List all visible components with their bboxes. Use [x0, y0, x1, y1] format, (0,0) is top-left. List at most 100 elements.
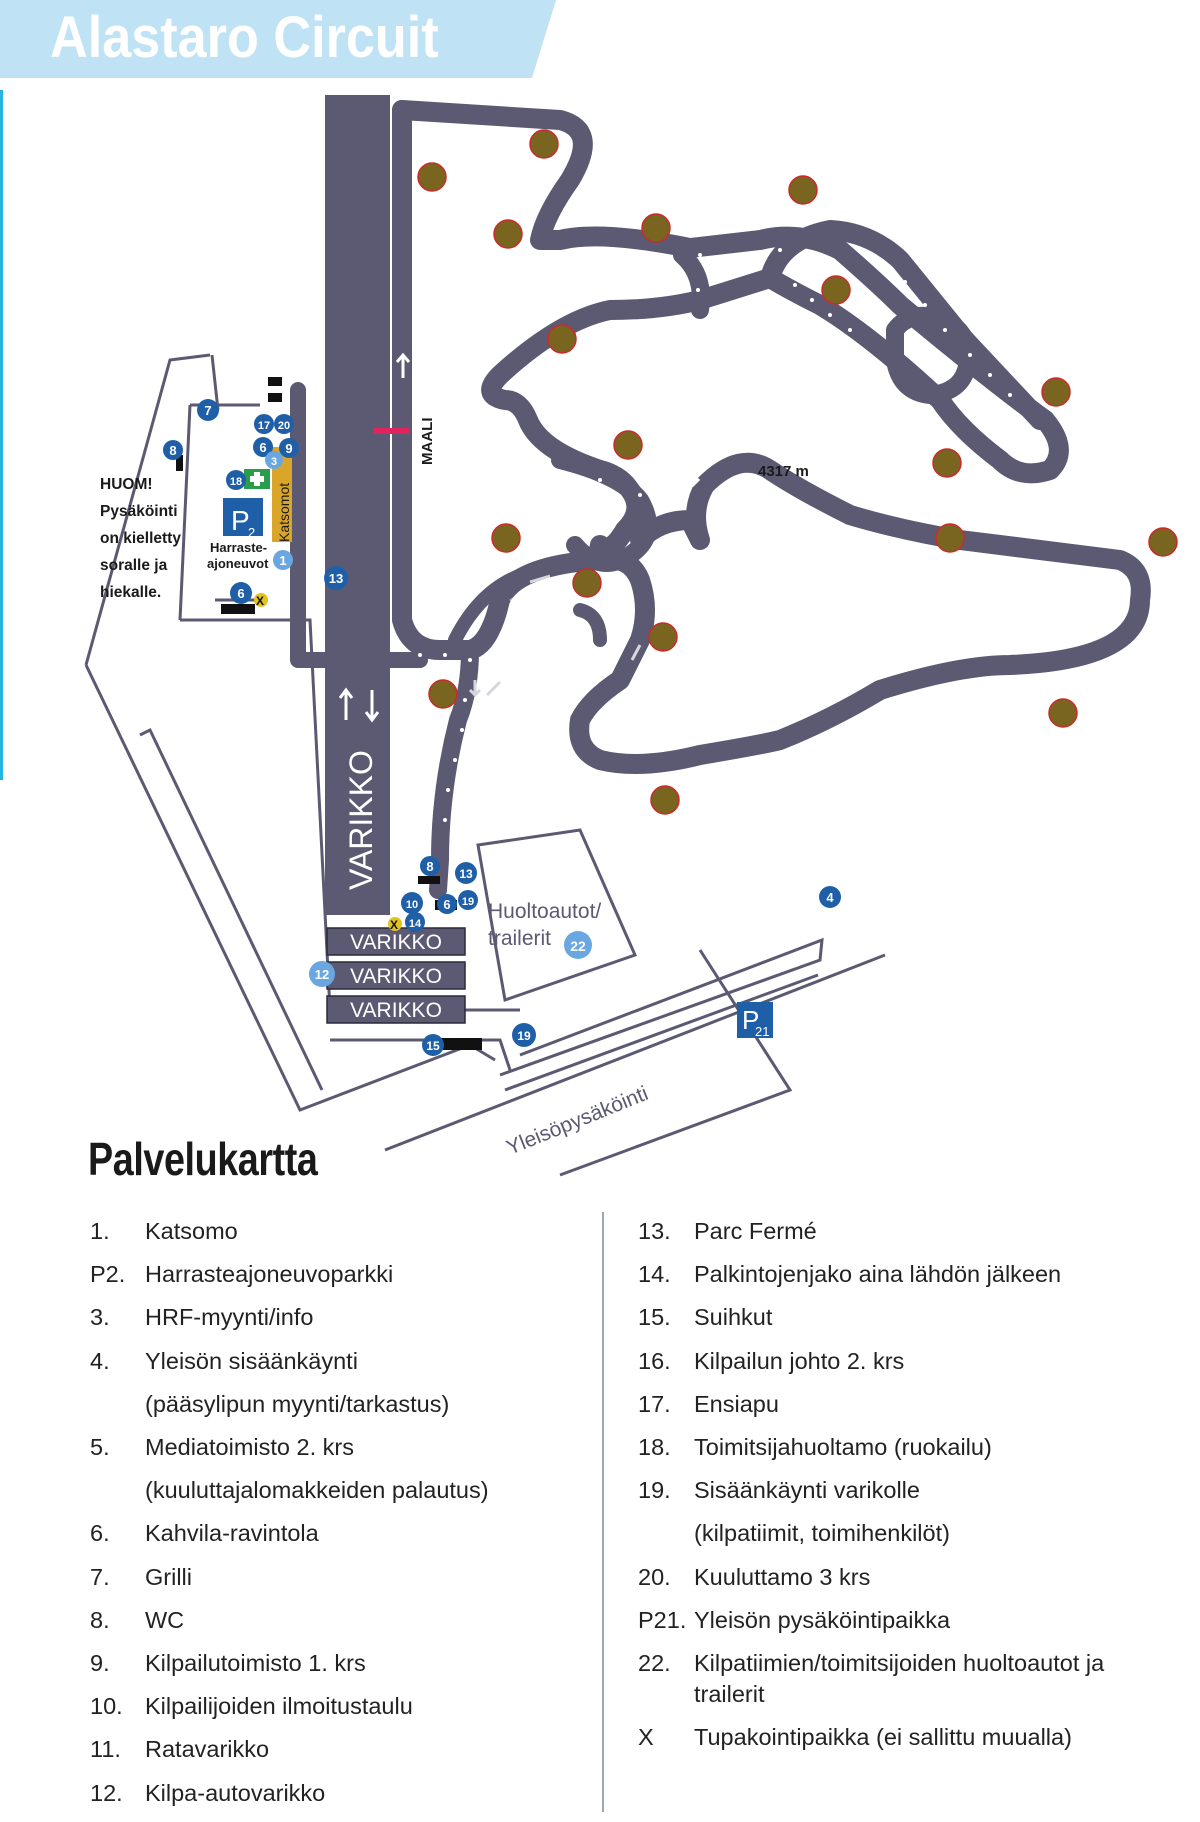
badge-3: 3: [265, 451, 283, 469]
badge-10: 10: [401, 892, 423, 914]
svg-text:12: 12: [315, 967, 329, 982]
legend-item: 9.Kilpailutoimisto 1. krs: [90, 1642, 590, 1685]
accent-bar: [0, 90, 3, 780]
tree: [648, 622, 678, 652]
legend-item-number: 1.: [90, 1218, 110, 1244]
race-track: [290, 95, 1151, 915]
service-area-label: trailerit: [488, 927, 551, 950]
svg-text:P: P: [231, 505, 250, 536]
tree: [935, 523, 965, 553]
legend-item-text: Kilpailijoiden ilmoitustaulu: [145, 1693, 413, 1720]
legend-item-text: Harrasteajoneuvoparkki: [145, 1261, 394, 1288]
grandstand-label: Katsomot: [276, 483, 292, 542]
svg-text:4: 4: [826, 890, 834, 905]
service-roads: [84, 353, 886, 1177]
svg-text:hiekalle.: hiekalle.: [100, 584, 161, 601]
badge-4: 4: [819, 886, 841, 908]
tree: [821, 275, 851, 305]
legend-item-number: [90, 1383, 145, 1426]
legend-item: (pääsylipun myynti/tarkastus): [90, 1383, 590, 1426]
legend-item: 11.Ratavarikko: [90, 1728, 590, 1771]
legend-item-text: Kilpatiimien/toimitsijoiden huoltoautot …: [694, 1650, 1105, 1708]
tree: [547, 324, 577, 354]
tree: [428, 679, 458, 709]
badge-15: 15: [422, 1034, 444, 1056]
legend-item: (kuuluttajalomakkeiden palautus): [90, 1469, 590, 1512]
svg-text:2: 2: [248, 525, 255, 540]
svg-text:P: P: [742, 1005, 759, 1035]
legend-item: P2.Harrasteajoneuvoparkki: [90, 1253, 590, 1296]
tree: [788, 175, 818, 205]
hobby-vehicles-label: Harraste-: [210, 540, 267, 555]
badge-5: 6: [253, 437, 273, 457]
legend-item: 1.Katsomo: [90, 1210, 590, 1253]
svg-text:17: 17: [258, 420, 270, 432]
legend-item-number: 3.: [90, 1304, 110, 1331]
badge-16: 17: [254, 414, 274, 434]
svg-text:19: 19: [517, 1029, 531, 1043]
badge-6: 6: [437, 894, 457, 914]
legend-item-number: [90, 1469, 145, 1512]
tree: [417, 162, 447, 192]
legend-item-number: 14.: [638, 1261, 671, 1288]
lane-dots: [418, 248, 1012, 822]
first-aid-icon: [244, 469, 270, 489]
direction-arrows: [338, 352, 701, 723]
legend-item-text: Mediatoimisto 2. krs: [145, 1434, 354, 1461]
finish-line: [373, 428, 409, 434]
badge-20: 20: [274, 414, 294, 434]
pit-boxes: VARIKKO VARIKKO VARIKKO: [326, 927, 466, 1024]
tree: [529, 129, 559, 159]
page-title: Alastaro Circuit: [50, 5, 439, 70]
legend-item: 19. Sisäänkäynti varikolle: [638, 1469, 1178, 1512]
smoking-marker: X X: [254, 593, 402, 932]
svg-text:13: 13: [329, 571, 343, 586]
svg-text:6: 6: [237, 586, 244, 601]
legend-item-text: Toimitsijahuoltamo (ruokailu): [694, 1434, 992, 1461]
legend-item-text: HRF-myynti/info: [145, 1304, 314, 1331]
pit-box-label: VARIKKO: [350, 965, 442, 988]
svg-text:3: 3: [271, 456, 277, 468]
legend-item-number: 9.: [90, 1650, 110, 1677]
legend-item-number: 16.: [638, 1347, 671, 1374]
legend-item-number: 5.: [90, 1434, 110, 1461]
pit-lane-arrows: [468, 574, 642, 698]
legend-item-number: 12.: [90, 1779, 123, 1806]
legend-item-text: WC: [145, 1606, 185, 1633]
legend-item-number: 11.: [90, 1736, 121, 1763]
badge-6: 6: [230, 582, 252, 604]
legend-item: 5. Mediatoimisto 2. krs: [90, 1426, 590, 1469]
legend-item-text: Sisäänkäynti varikolle: [694, 1477, 920, 1504]
legend-item: 15.Suihkut: [638, 1296, 1178, 1339]
badge-19: 19: [512, 1023, 536, 1047]
badge-18: 19: [458, 890, 478, 910]
legend-item-number: 19.: [638, 1477, 671, 1504]
legend-item: 12.Kilpa-autovarikko: [90, 1772, 590, 1815]
legend-item-number: 15.: [638, 1304, 671, 1331]
legend-item-number: 13.: [638, 1218, 671, 1244]
legend-item-text: Yleisön pysäköintipaikka: [694, 1606, 951, 1633]
legend-item-text: (pääsylipun myynti/tarkastus): [145, 1390, 450, 1417]
legend-item-number: 8.: [90, 1606, 110, 1633]
legend-item: 13.Parc Fermé: [638, 1210, 1178, 1253]
legend-item-number: [638, 1512, 694, 1555]
svg-text:8: 8: [169, 443, 176, 458]
legend-item: 3. HRF-myynti/info: [90, 1296, 590, 1339]
tree: [493, 219, 523, 249]
legend-item-text: Yleisön sisäänkäynti: [145, 1347, 358, 1374]
legend-item-number: 7.: [90, 1563, 110, 1590]
badge-14: 14: [405, 912, 425, 932]
legend-item-text: Kilpailun johto 2. krs: [694, 1347, 905, 1374]
legend-item: P21.Yleisön pysäköintipaikka: [638, 1599, 1178, 1642]
legend-item: 4.Yleisön sisäänkäynti: [90, 1340, 590, 1383]
svg-text:HUOM!: HUOM!: [100, 476, 153, 493]
hobby-vehicles-label: ajoneuvot: [207, 556, 269, 571]
circuit-map: MAALI VARIKKO 4317 m PIT IN VARIKKO VARI…: [84, 95, 1178, 1177]
svg-text:19: 19: [462, 896, 474, 908]
legend-item-number: X: [638, 1724, 654, 1751]
badge-12: 12: [309, 961, 335, 987]
svg-text:15: 15: [426, 1039, 440, 1053]
legend-item: 8. WC: [90, 1599, 590, 1642]
badge-8: 8: [420, 856, 440, 876]
